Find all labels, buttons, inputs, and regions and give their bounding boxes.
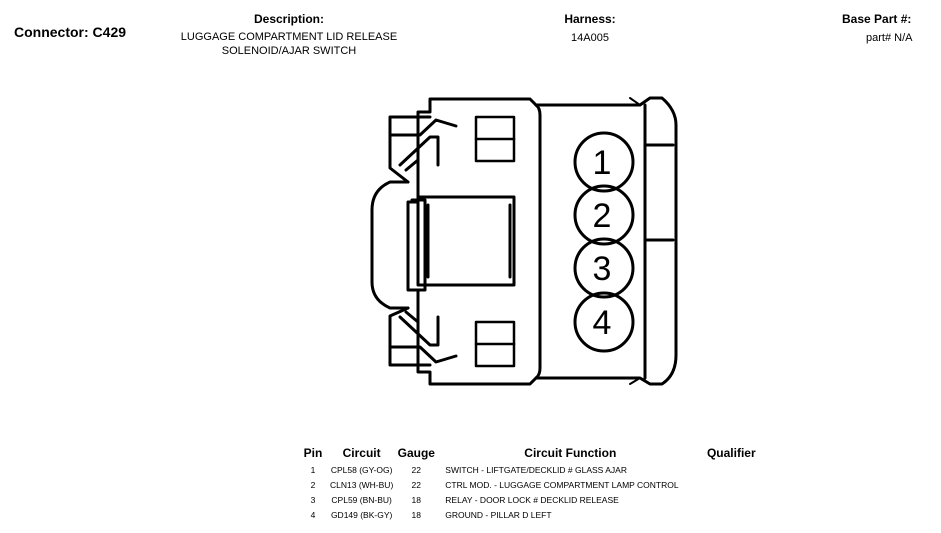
header-circuit: Circuit	[342, 446, 381, 460]
connector-label: Connector: C429	[14, 24, 127, 40]
base-part-value: part# N/A	[866, 32, 913, 44]
pin-circle-4	[573, 291, 635, 353]
upper-tab	[388, 115, 458, 184]
row-gauge: 18	[411, 494, 422, 505]
pin-number-3: 3	[593, 250, 612, 288]
description-title: Description:	[253, 12, 324, 26]
pin-table: Pin Circuit Gauge Circuit Function Quali…	[296, 444, 761, 522]
base-part-title: Base Part #:	[842, 12, 912, 26]
row-pin: 1	[310, 464, 316, 475]
table-row: 3 CPL59 (BN-BU) 18 RELAY - DOOR LOCK # D…	[296, 492, 761, 507]
row-function: RELAY - DOOR LOCK # DECKLID RELEASE	[445, 494, 619, 505]
header-pin: Pin	[303, 446, 323, 460]
center-window-inner	[426, 203, 512, 279]
table-row: 4 GD149 (BK-GY) 18 GROUND - PILLAR D LEF…	[296, 507, 761, 522]
upper-tab-lines	[404, 158, 420, 172]
row-circuit: CPL58 (GY-OG)	[330, 464, 393, 475]
harness-title: Harness:	[564, 12, 616, 26]
pin-panel	[534, 103, 542, 380]
connector-housing	[406, 96, 678, 386]
row-qualifier	[701, 462, 761, 477]
row-function: CTRL MOD. - LUGGAGE COMPARTMENT LAMP CON…	[445, 479, 679, 490]
row-pin: 4	[310, 509, 316, 520]
pin-circle-1	[573, 131, 635, 193]
header-gauge: Gauge	[397, 446, 435, 460]
row-gauge: 18	[411, 509, 422, 520]
pin-number-1: 1	[593, 144, 612, 182]
pin-table-header: Pin Circuit Gauge Circuit Function Quali…	[296, 444, 761, 462]
pin-number-2: 2	[593, 197, 612, 235]
table-row: 2 CLN13 (WH-BU) 22 CTRL MOD. - LUGGAGE C…	[296, 477, 761, 492]
row-circuit: GD149 (BK-GY)	[330, 509, 393, 520]
housing-right-cap	[643, 103, 675, 380]
row-circuit: CPL59 (BN-BU)	[331, 494, 392, 505]
harness-value: 14A005	[571, 32, 609, 44]
header-function: Circuit Function	[524, 446, 617, 460]
row-function: SWITCH - LIFTGATE/DECKLID # GLASS AJAR	[445, 464, 627, 475]
row-gauge: 22	[411, 464, 422, 475]
header-qualifier: Qualifier	[706, 446, 756, 460]
row-qualifier	[701, 507, 761, 522]
description-line-2: SOLENOID/AJAR SWITCH	[221, 45, 357, 57]
row-gauge: 22	[411, 479, 422, 490]
pin-circle-2	[573, 184, 635, 246]
row-pin: 3	[310, 494, 316, 505]
left-latch	[370, 180, 410, 310]
lower-tab-lines	[404, 310, 420, 324]
pin-circle-3	[573, 237, 635, 299]
table-row: 1 CPL58 (GY-OG) 22 SWITCH - LIFTGATE/DEC…	[296, 462, 761, 477]
row-circuit: CLN13 (WH-BU)	[330, 479, 394, 490]
row-pin: 2	[310, 479, 316, 490]
center-window	[416, 195, 516, 287]
row-qualifier	[701, 477, 761, 492]
lower-tab	[388, 306, 458, 367]
row-function: GROUND - PILLAR D LEFT	[445, 509, 552, 520]
description-line-1: LUGGAGE COMPARTMENT LID RELEASE	[180, 31, 398, 43]
row-qualifier	[701, 492, 761, 507]
pin-number-4: 4	[593, 304, 612, 342]
